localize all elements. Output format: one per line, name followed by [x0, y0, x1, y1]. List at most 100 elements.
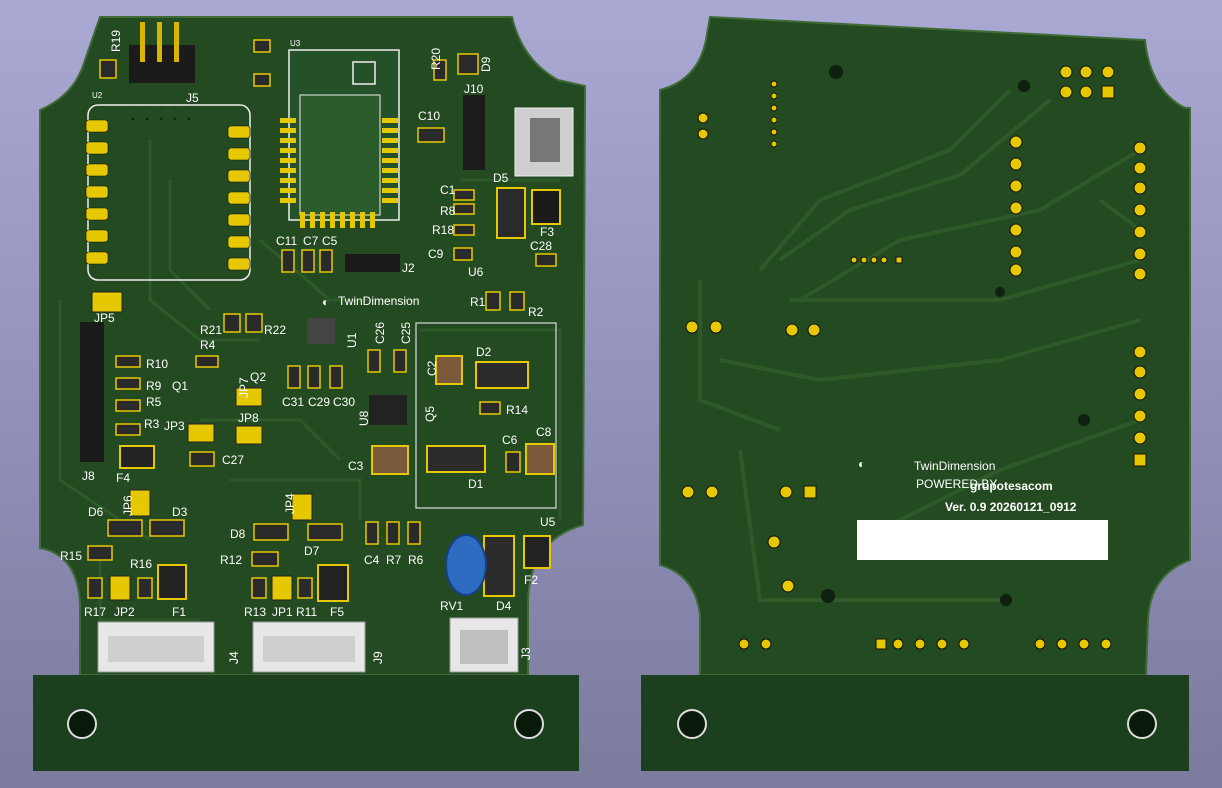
- back-version: Ver. 0.9 20260121_0912: [945, 500, 1077, 514]
- u3-shield: [299, 94, 381, 216]
- ref-label: J9: [371, 651, 385, 664]
- ref-label: JP8: [238, 411, 259, 425]
- ref-label: R9: [146, 379, 162, 393]
- front-via-field: [130, 105, 190, 125]
- ref-label: C3: [348, 459, 364, 473]
- ref-label: R19: [109, 30, 123, 52]
- ref-label: J2: [402, 261, 415, 275]
- ref-label: D2: [476, 345, 492, 359]
- ref-label: U8: [357, 410, 371, 426]
- ref-label: J10: [464, 82, 484, 96]
- front-board: ◐ TwinDimension R19 J5 U3 R20 D9 J10 U2 …: [33, 16, 587, 771]
- ref-label: D1: [468, 477, 484, 491]
- ref-label: C6: [502, 433, 518, 447]
- front-jumpers: [91, 291, 313, 601]
- j2-header: [345, 254, 400, 272]
- ref-label: C2: [425, 360, 439, 376]
- ref-label: R13: [244, 605, 266, 619]
- f4-fuse: [119, 445, 155, 469]
- ref-label: C26: [373, 322, 387, 344]
- ref-label: R6: [408, 553, 424, 567]
- ref-label: D6: [88, 505, 104, 519]
- u8-chip: [369, 395, 407, 425]
- ref-label: U5: [540, 515, 556, 529]
- ref-label: C10: [418, 109, 440, 123]
- ref-label: C11: [276, 234, 297, 248]
- back-board: ◐ TwinDimension POWERED BY grupotesacom …: [641, 15, 1191, 771]
- front-board-outline: [39, 16, 587, 676]
- ref-label: R11: [296, 605, 317, 619]
- back-logo-mark: ◐: [858, 457, 865, 471]
- ref-label: R22: [264, 323, 286, 337]
- c2-cap: [435, 355, 463, 385]
- front-logo: TwinDimension: [338, 294, 419, 308]
- ref-label: C9: [428, 247, 444, 261]
- u3-pads: [280, 118, 398, 228]
- ref-label: C1: [440, 183, 456, 197]
- power-section-outline: [415, 322, 557, 509]
- front-logo-mark: ◐: [322, 295, 329, 309]
- ref-label: F5: [330, 605, 344, 619]
- back-mount-tab: [641, 675, 1189, 771]
- back-powered-by: POWERED BY: [916, 477, 997, 491]
- ref-label: R17: [84, 605, 106, 619]
- ref-label: R7: [386, 553, 402, 567]
- f1-fuse: [157, 564, 187, 600]
- ref-label: Q5: [423, 406, 437, 422]
- ref-label: Q1: [172, 379, 188, 393]
- ref-label: JP3: [164, 419, 185, 433]
- u2-pads: [85, 119, 251, 271]
- ref-label: C29: [308, 395, 330, 409]
- front-mount-hole-right: [514, 709, 544, 739]
- rv1-varistor: [445, 534, 487, 596]
- ref-label: RV1: [440, 599, 463, 613]
- ref-label: D5: [493, 171, 509, 185]
- front-mount-tab: [33, 675, 579, 771]
- ref-label: D4: [496, 599, 512, 613]
- ref-label: F3: [540, 225, 554, 239]
- ref-label: C28: [530, 239, 552, 253]
- ref-label: R5: [146, 395, 162, 409]
- ref-label: R4: [200, 338, 216, 352]
- ref-label: J5: [186, 91, 199, 105]
- back-powered-brand: grupotesacom: [970, 479, 1053, 493]
- ref-label: JP7: [237, 377, 251, 398]
- ref-label: D8: [230, 527, 246, 541]
- d5-diode: [496, 187, 526, 239]
- j5-pins: [140, 22, 179, 62]
- ref-label: U3: [290, 39, 301, 48]
- j10-header: [463, 95, 485, 170]
- back-logo: TwinDimension: [914, 459, 995, 473]
- u3-antenna-pad: [352, 61, 376, 85]
- front-smd-parts: [87, 39, 557, 599]
- f3-fuse: [531, 189, 561, 225]
- ref-label: R10: [146, 357, 168, 371]
- ref-label: R2: [528, 305, 544, 319]
- ref-label: C25: [399, 322, 413, 344]
- c8-cap: [525, 443, 555, 475]
- ref-label: JP6: [121, 495, 135, 516]
- j8-header: [80, 322, 104, 462]
- ref-label: F1: [172, 605, 186, 619]
- c3-cap: [371, 445, 409, 475]
- ref-label: JP1: [272, 605, 293, 619]
- ref-label: R18: [432, 223, 454, 237]
- ref-label: R12: [220, 553, 242, 567]
- d4-diode: [483, 535, 515, 597]
- ref-label: U2: [92, 91, 103, 100]
- ref-label: R14: [506, 403, 528, 417]
- back-traces: [698, 88, 1142, 602]
- ref-label: F2: [524, 573, 538, 587]
- back-pads: [681, 65, 1147, 650]
- ref-label: D7: [304, 544, 320, 558]
- ref-label: Q2: [250, 370, 266, 384]
- front-silk-labels: R19 J5 U3 R20 D9 J10 U2 C10 C1 D5 R8 R18…: [60, 30, 556, 664]
- ref-label: U6: [468, 265, 484, 279]
- ref-label: J3: [519, 647, 533, 660]
- ref-label: JP2: [114, 605, 135, 619]
- ref-label: U1: [345, 332, 359, 348]
- ref-label: R15: [60, 549, 82, 563]
- ref-label: J4: [227, 651, 241, 664]
- ref-label: J8: [82, 469, 95, 483]
